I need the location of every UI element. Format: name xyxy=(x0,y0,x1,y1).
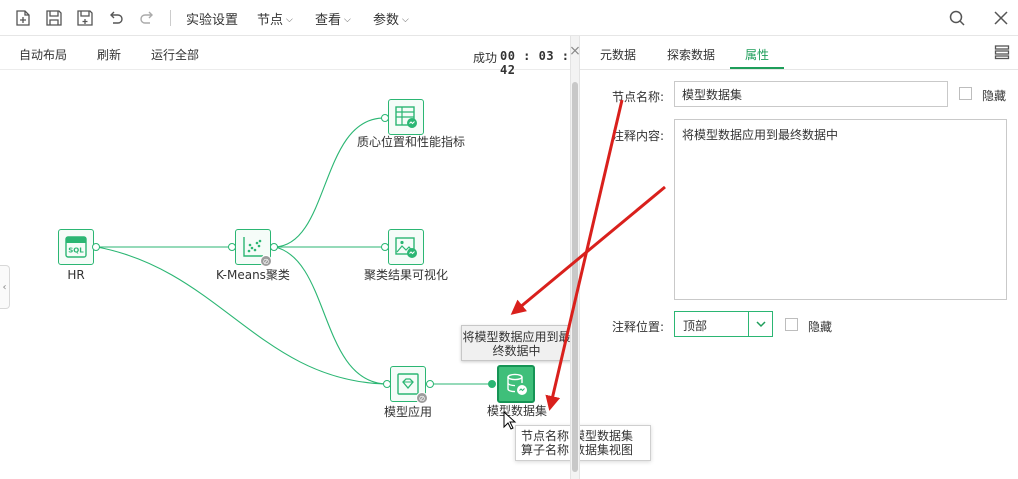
splitter-handle[interactable] xyxy=(572,82,578,472)
node-name-label: 节点名称: xyxy=(612,90,665,104)
menu-label: 参数 xyxy=(373,13,400,28)
node-label-visualization: 聚类结果可视化 xyxy=(363,268,448,282)
save-as-icon[interactable] xyxy=(74,7,96,29)
node-label-model-dataset: 模型数据集 xyxy=(486,404,547,418)
svg-text:SQL: SQL xyxy=(68,247,84,255)
comment-position-label: 注释位置: xyxy=(612,320,665,334)
output-port[interactable] xyxy=(270,243,278,251)
tooltip-value: 数据集视图 xyxy=(573,443,634,457)
chevron-down-icon: ⌵ xyxy=(286,14,293,25)
input-port[interactable] xyxy=(228,243,236,251)
node-label-hr: HR xyxy=(67,268,85,282)
comment-position-select[interactable]: 顶部 xyxy=(674,311,773,337)
left-panel-toggle[interactable]: ‹ xyxy=(0,265,10,309)
input-port[interactable] xyxy=(383,380,391,388)
dataset-icon xyxy=(507,373,527,395)
menu-label: 查看 xyxy=(315,13,342,28)
output-port[interactable] xyxy=(426,380,434,388)
menu-experiment-settings[interactable]: 实验设置 xyxy=(186,9,238,28)
tab-metadata[interactable]: 元数据 xyxy=(600,48,637,62)
chevron-down-icon: ⌵ xyxy=(344,14,351,25)
node-label-centroid: 质心位置和性能指标 xyxy=(356,135,465,149)
chevron-left-icon: ‹ xyxy=(2,281,7,293)
new-file-icon[interactable] xyxy=(12,7,34,29)
menu-label: 实验设置 xyxy=(186,13,239,28)
node-comment[interactable]: 将模型数据应用到最终数据中 xyxy=(461,325,572,361)
run-timer: 00 : 03 : 42 xyxy=(500,49,570,77)
model-apply-icon xyxy=(397,373,419,395)
tooltip-value: 模型数据集 xyxy=(573,429,634,443)
close-icon[interactable] xyxy=(990,7,1012,29)
node-label-model-apply: 模型应用 xyxy=(383,405,432,419)
tooltip-row-node-name: 节点名称:模型数据集 xyxy=(521,429,645,443)
disabled-badge-icon: ⊘ xyxy=(260,255,272,267)
menu-params[interactable]: 参数 ⌵ xyxy=(373,9,409,28)
auto-layout-button[interactable]: 自动布局 xyxy=(19,48,68,62)
node-label-kmeans: K-Means聚类 xyxy=(216,268,290,282)
sql-icon: SQL xyxy=(65,236,87,258)
edges-layer xyxy=(96,117,490,385)
menu-view[interactable]: 查看 ⌵ xyxy=(315,9,351,28)
hide-comment-checkbox[interactable] xyxy=(785,318,798,331)
collapse-panel-icon[interactable]: ⨯ xyxy=(569,43,581,59)
search-icon[interactable] xyxy=(946,7,968,29)
panel-tabs: 元数据 探索数据 属性 xyxy=(580,36,1018,70)
node-model-dataset[interactable] xyxy=(497,365,535,403)
image-chart-icon xyxy=(395,237,417,258)
active-tab-indicator xyxy=(730,67,784,69)
input-port[interactable] xyxy=(488,380,496,388)
tab-properties[interactable]: 属性 xyxy=(745,48,770,62)
node-hr[interactable]: SQL xyxy=(58,229,94,265)
table-chart-icon xyxy=(395,106,417,128)
canvas-toolbar: 自动布局 刷新 运行全部 成功 00 : 03 : 42 xyxy=(0,36,575,77)
input-port[interactable] xyxy=(381,243,389,251)
undo-icon[interactable] xyxy=(105,7,127,29)
comment-content-textarea[interactable]: 将模型数据应用到最终数据中 xyxy=(674,119,1007,300)
node-centroid[interactable] xyxy=(388,99,424,135)
redo-icon[interactable] xyxy=(136,7,158,29)
input-port[interactable] xyxy=(381,114,389,122)
panel-splitter[interactable]: ⨯ xyxy=(569,36,581,479)
scatter-icon xyxy=(243,237,263,257)
node-tooltip: 节点名称:模型数据集 算子名称:数据集视图 xyxy=(515,425,651,461)
run-status: 成功 xyxy=(473,51,498,65)
node-visualization[interactable] xyxy=(388,229,424,265)
comment-content-label: 注释内容: xyxy=(612,129,665,143)
mouse-cursor-icon xyxy=(503,411,517,430)
menu-node[interactable]: 节点 ⌵ xyxy=(257,9,293,28)
comment-content-value: 将模型数据应用到最终数据中 xyxy=(682,128,839,142)
node-name-input[interactable] xyxy=(674,81,948,107)
workflow-canvas[interactable]: ‹ SQL HR ⊘ K-Means聚类 质心位置和性能指标 xyxy=(0,70,651,479)
hide-name-label: 隐藏 xyxy=(982,89,1007,103)
tab-explore-data[interactable]: 探索数据 xyxy=(667,48,716,62)
panel-menu-icon[interactable] xyxy=(994,44,1010,60)
hide-comment-label: 隐藏 xyxy=(808,320,833,334)
disabled-badge-icon: ⊘ xyxy=(416,392,428,404)
run-all-button[interactable]: 运行全部 xyxy=(151,48,200,62)
chevron-down-icon[interactable] xyxy=(748,312,772,336)
properties-panel: 元数据 探索数据 属性 节点名称: 隐藏 注释内容: 将模型数据应用到最终数据中… xyxy=(580,36,1018,479)
edge-kmeans-centroid xyxy=(274,117,385,248)
menu-label: 节点 xyxy=(257,13,284,28)
save-icon[interactable] xyxy=(43,7,65,29)
main-toolbar: 实验设置 节点 ⌵ 查看 ⌵ 参数 ⌵ xyxy=(0,0,1018,36)
comment-position-value: 顶部 xyxy=(683,319,708,333)
tooltip-label: 节点名称: xyxy=(521,429,574,443)
output-port[interactable] xyxy=(92,243,100,251)
hide-name-checkbox[interactable] xyxy=(959,87,972,100)
tooltip-row-operator-name: 算子名称:数据集视图 xyxy=(521,443,645,457)
refresh-button[interactable]: 刷新 xyxy=(97,48,122,62)
toolbar-divider xyxy=(170,10,171,26)
edge-hr-apply xyxy=(96,246,386,385)
chevron-down-icon: ⌵ xyxy=(402,14,409,25)
edge-kmeans-apply xyxy=(274,246,386,385)
comment-text: 将模型数据应用到最终数据中 xyxy=(462,330,571,358)
tooltip-label: 算子名称: xyxy=(521,443,574,457)
